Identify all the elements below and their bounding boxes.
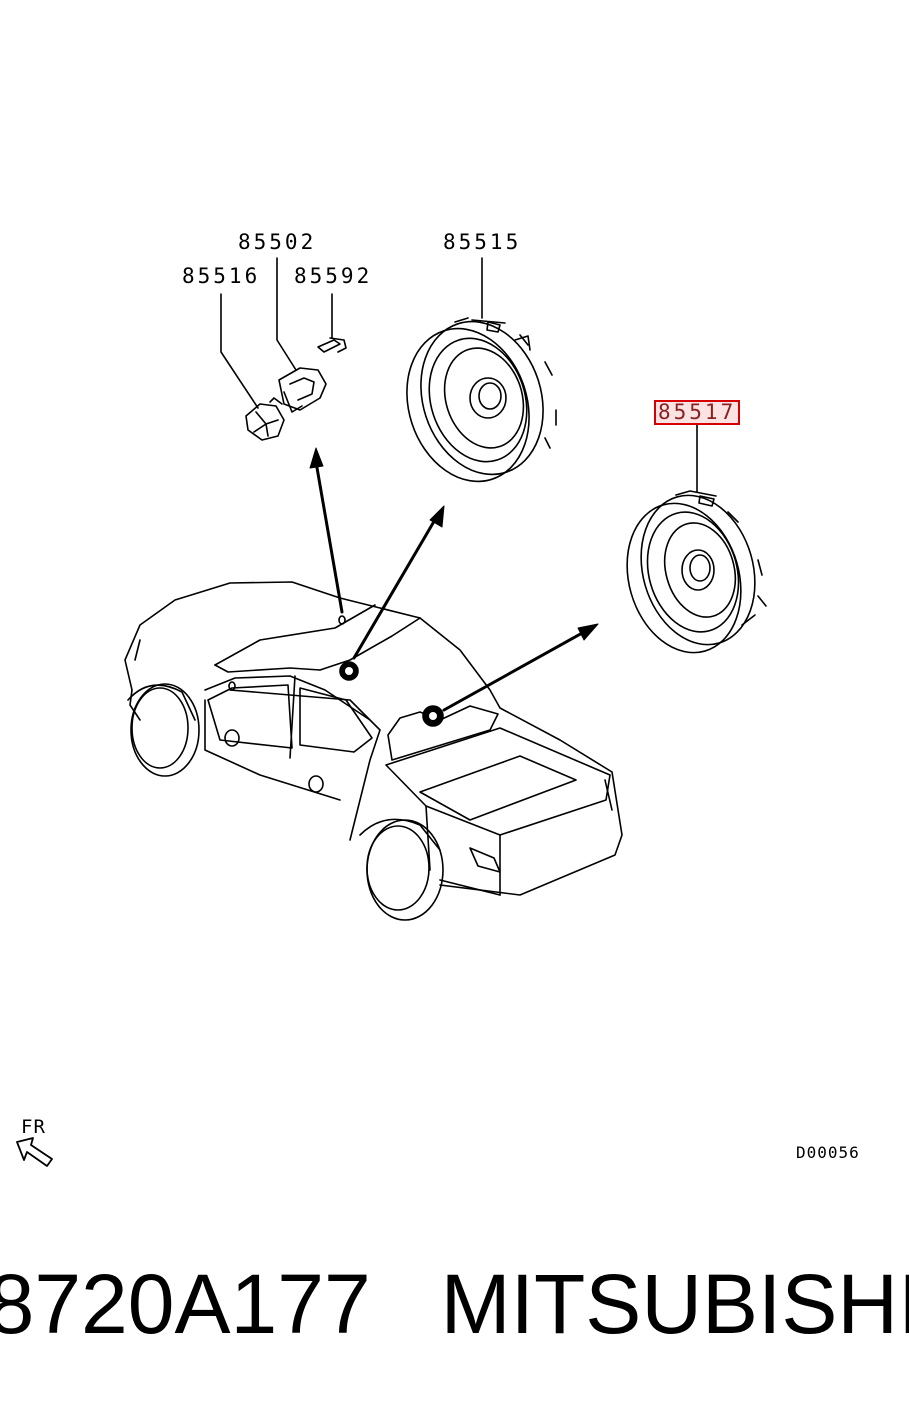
front-direction-arrow-icon	[16, 1137, 53, 1167]
speaker-85517[interactable]	[610, 482, 772, 666]
callout-85502: 85502	[238, 230, 317, 254]
bracket-clip-assembly[interactable]	[245, 337, 347, 441]
pickup-truck	[124, 581, 623, 921]
brand-name: MITSUBISHI	[440, 1257, 909, 1351]
part-number: 8720A177	[0, 1257, 371, 1351]
callout-85517[interactable]: 85517	[653, 400, 741, 425]
front-direction-label: FR	[21, 1116, 46, 1138]
location-arrows	[309, 447, 599, 712]
speaker-85515[interactable]	[388, 306, 562, 498]
footer: 8720A177 MITSUBISHI	[0, 1262, 909, 1346]
callout-85515: 85515	[443, 230, 522, 254]
diagram-code: D00056	[796, 1143, 860, 1162]
leader-lines	[220, 257, 698, 493]
speaker-location-markers	[339, 661, 444, 727]
callout-85516: 85516	[182, 264, 261, 288]
callout-85592: 85592	[294, 264, 373, 288]
